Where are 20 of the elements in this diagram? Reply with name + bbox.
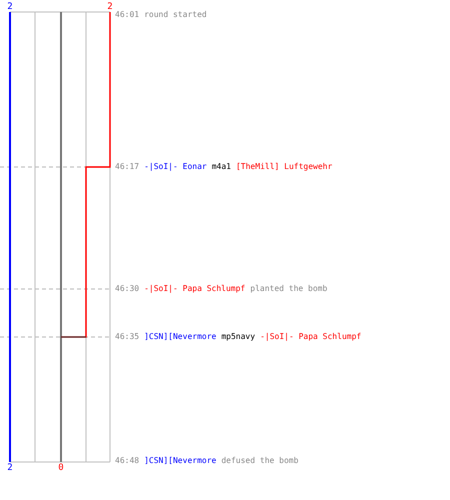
player-name: -|SoI|- Eonar — [144, 162, 207, 171]
weapon-name: mp5navy — [221, 332, 256, 341]
player-count: 0 — [58, 463, 64, 473]
player-name: ]CSN][Nevermore — [144, 456, 216, 465]
player-count: 2 — [7, 2, 13, 12]
player-count: 2 — [7, 463, 13, 473]
timestamp: 46:35 — [115, 332, 140, 341]
timestamp: 46:30 — [115, 284, 140, 293]
event-text: round started — [144, 10, 207, 19]
player-name: [TheMill] Luftgewehr — [236, 162, 332, 171]
timestamp: 46:01 — [115, 10, 140, 19]
timestamp: 46:48 — [115, 456, 140, 465]
weapon-name: m4a1 — [212, 162, 231, 171]
event-text: defused the bomb — [221, 456, 298, 465]
timestamp: 46:17 — [115, 162, 140, 171]
player-name: -|SoI|- Papa Schlumpf — [260, 332, 362, 341]
event-text: planted the bomb — [250, 284, 328, 293]
player-name: ]CSN][Nevermore — [144, 332, 216, 341]
player-count: 2 — [107, 2, 113, 12]
player-name: -|SoI|- Papa Schlumpf — [144, 284, 246, 293]
